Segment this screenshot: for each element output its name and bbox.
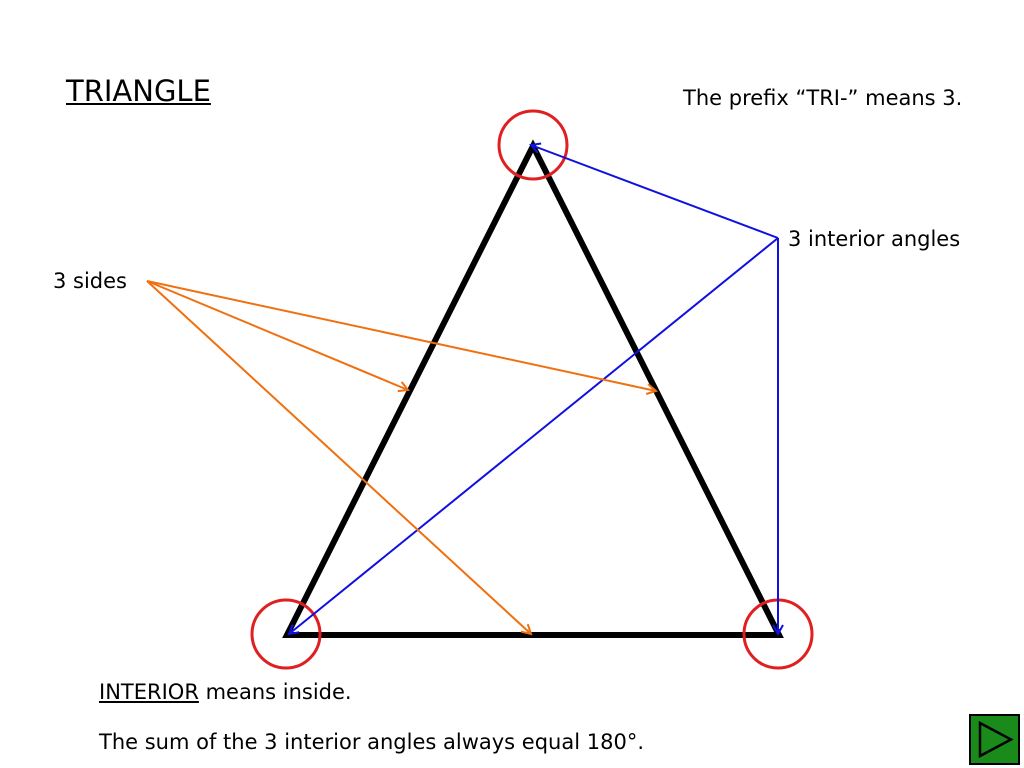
top-angle-circle — [497, 109, 569, 181]
arrow-to-bottom-left-angle — [289, 237, 779, 634]
angle-sum-note: The sum of the 3 interior angles always … — [99, 730, 644, 754]
triangle-shape — [282, 139, 784, 638]
interior-definition-rest: means inside. — [198, 680, 352, 704]
arrow-to-left-side — [146, 280, 408, 390]
bottom-left-angle-circle — [250, 598, 322, 670]
prefix-note: The prefix “TRI-” means 3. — [683, 86, 963, 110]
sides-label: 3 sides — [53, 269, 128, 293]
next-slide-button[interactable] — [969, 714, 1020, 765]
interior-angles-label: 3 interior angles — [788, 227, 961, 251]
interior-term: INTERIOR — [99, 680, 199, 704]
arrow-to-top-angle — [531, 145, 779, 239]
slide-title: TRIANGLE — [66, 74, 211, 108]
interior-definition: INTERIOR means inside. — [99, 680, 352, 704]
arrow-to-right-side — [146, 280, 656, 391]
play-triangle-icon — [978, 720, 1014, 759]
arrow-to-base-side — [146, 280, 531, 634]
